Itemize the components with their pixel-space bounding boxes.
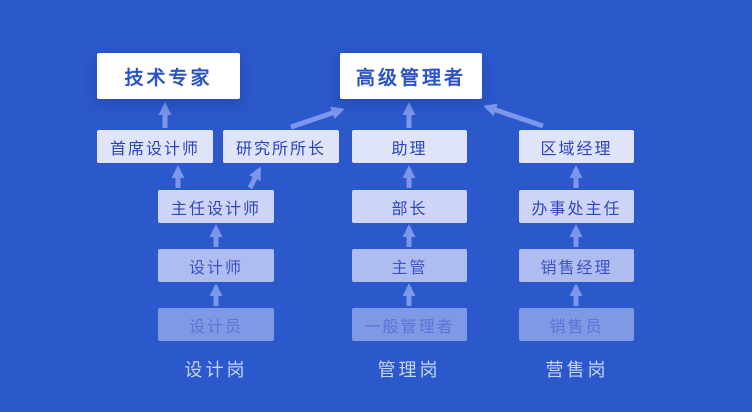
node-sales-manager: 销售经理 bbox=[519, 249, 634, 282]
node-designer: 设计师 bbox=[158, 249, 274, 282]
node-office-director: 办事处主任 bbox=[519, 190, 634, 223]
node-director-designer: 主任设计师 bbox=[158, 190, 274, 223]
node-salesperson: 销售员 bbox=[519, 308, 634, 341]
node-general-manager: 一般管理者 bbox=[352, 308, 467, 341]
node-chief-designer: 首席设计师 bbox=[97, 130, 213, 163]
arrow-institute-head-to-senior-manager bbox=[290, 106, 345, 130]
node-institute-head: 研究所所长 bbox=[223, 130, 339, 163]
arrow-regional-manager-to-senior-manager bbox=[483, 103, 544, 129]
footer-design-post: 设计岗 bbox=[184, 360, 248, 381]
node-department-head: 部长 bbox=[352, 190, 467, 223]
node-senior-manager: 高级管理者 bbox=[340, 53, 482, 99]
node-regional-manager: 区域经理 bbox=[519, 130, 634, 163]
footer-management-post: 管理岗 bbox=[377, 360, 441, 381]
node-supervisor: 主管 bbox=[352, 249, 467, 282]
arrow-director-designer-to-institute-head bbox=[247, 166, 262, 190]
footer-sales-post: 营售岗 bbox=[545, 360, 609, 381]
node-tech-expert: 技术专家 bbox=[97, 53, 240, 99]
node-draftsman: 设计员 bbox=[158, 308, 274, 341]
node-assistant: 助理 bbox=[352, 130, 467, 163]
